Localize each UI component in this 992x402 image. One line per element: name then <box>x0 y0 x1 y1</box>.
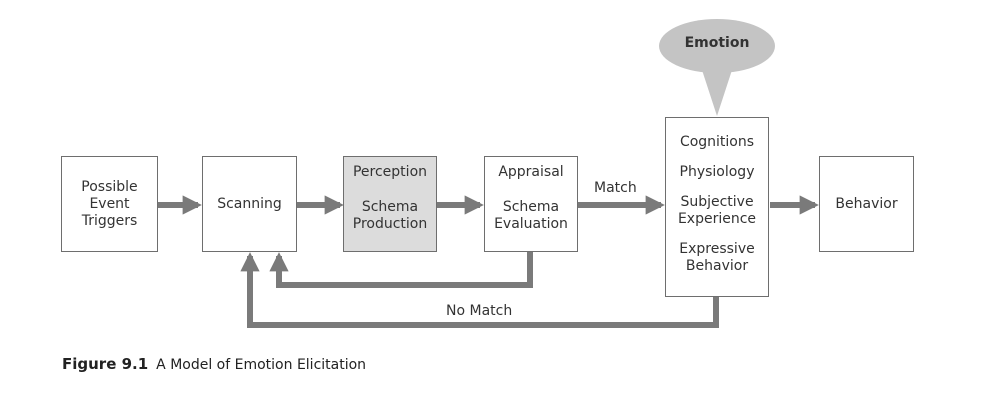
subjective-experience-line: Subjective <box>680 194 754 210</box>
perception-label: Perception <box>352 164 428 180</box>
triggers-line: Possible <box>81 178 138 195</box>
figure-title: A Model of Emotion Elicitation <box>156 357 367 373</box>
expressive-behavior-line: Expressive <box>679 241 755 257</box>
cognitions-label: Cognitions <box>679 134 755 150</box>
emotion-label: Emotion <box>684 35 750 51</box>
appraisal-box: Appraisal Schema Evaluation <box>484 156 578 252</box>
schema-production-line: Schema <box>361 199 419 215</box>
match-label: Match <box>594 180 637 196</box>
schema-evaluation-line: Schema <box>502 199 560 215</box>
triggers-line: Triggers <box>81 212 138 229</box>
behavior-label: Behavior <box>835 195 898 212</box>
schema-evaluation-line: Evaluation <box>494 216 568 232</box>
figure-caption: Figure 9.1 A Model of Emotion Elicitation <box>62 355 366 373</box>
schema-production-line: Production <box>352 216 428 232</box>
subjective-experience-line: Experience <box>677 211 757 227</box>
no-match-label: No Match <box>446 303 513 319</box>
event-triggers-box: Possible Event Triggers <box>61 156 158 252</box>
expressive-behavior-line: Behavior <box>685 258 749 274</box>
perception-box: Perception Schema Production <box>343 156 437 252</box>
triggers-line: Event <box>89 195 130 212</box>
behavior-box: Behavior <box>819 156 914 252</box>
physiology-label: Physiology <box>679 164 755 180</box>
arrow-appraisal-feedback <box>269 251 533 288</box>
figure-number: Figure 9.1 <box>62 355 149 373</box>
scanning-label: Scanning <box>217 195 282 212</box>
scanning-box: Scanning <box>202 156 297 252</box>
response-box: Cognitions Physiology Subjective Experie… <box>665 117 769 297</box>
appraisal-label: Appraisal <box>498 164 564 180</box>
arrow-no-match <box>240 252 719 328</box>
emotion-bubble <box>659 19 775 116</box>
